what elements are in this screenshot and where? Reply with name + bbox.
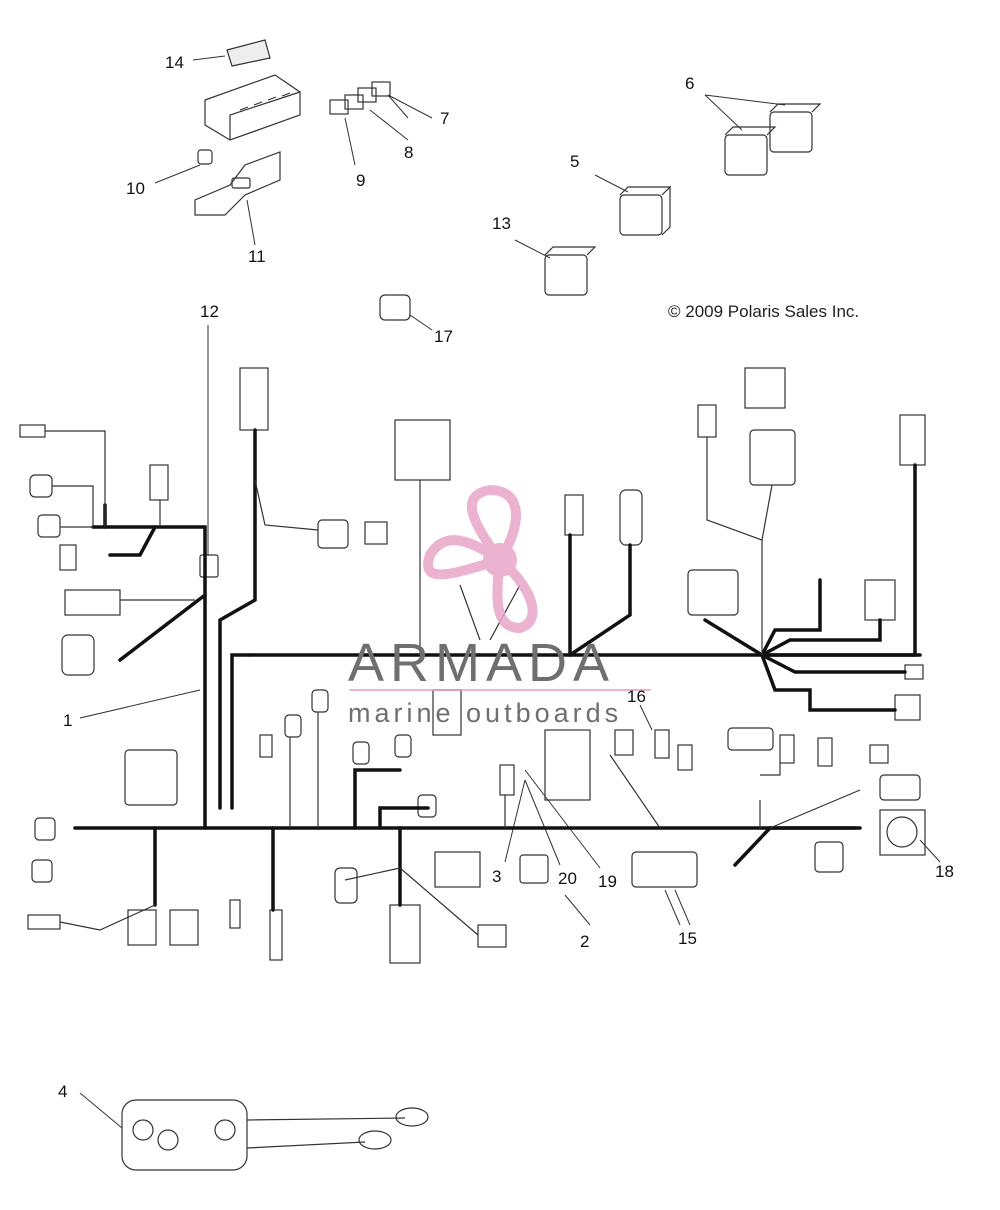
callout-10: 10 xyxy=(126,179,145,198)
relay-6b xyxy=(769,103,822,153)
connector-17 xyxy=(379,294,411,321)
callout-18: 18 xyxy=(935,862,954,881)
callout-11: 11 xyxy=(248,247,266,266)
bracket xyxy=(194,149,281,216)
callout-8: 8 xyxy=(404,143,414,162)
callout-12: 12 xyxy=(200,302,219,321)
relay-13 xyxy=(544,246,597,296)
callout-7: 7 xyxy=(440,109,450,128)
relay-5 xyxy=(619,185,672,236)
callout-2: 2 xyxy=(580,932,590,951)
callout-20: 20 xyxy=(558,869,577,888)
ground-strap xyxy=(121,1099,429,1171)
callout-19: 19 xyxy=(598,872,617,891)
callout-17: 17 xyxy=(434,327,453,346)
fuse-box xyxy=(204,39,301,141)
copyright-notice: © 2009 Polaris Sales Inc. xyxy=(668,302,860,321)
relay-6a xyxy=(724,126,777,176)
watermark-logo xyxy=(349,484,651,691)
callout-6: 6 xyxy=(685,74,695,93)
callout-14: 14 xyxy=(165,53,184,72)
callout-9: 9 xyxy=(356,171,366,190)
callout-15: 15 xyxy=(678,929,697,948)
callout-1: 1 xyxy=(63,711,73,730)
mini-fuses xyxy=(329,81,391,115)
callout-5: 5 xyxy=(570,152,580,171)
callout-13: 13 xyxy=(492,214,511,233)
callout-3: 3 xyxy=(492,867,502,886)
callout-16: 16 xyxy=(627,687,646,706)
callout-4: 4 xyxy=(58,1082,68,1101)
